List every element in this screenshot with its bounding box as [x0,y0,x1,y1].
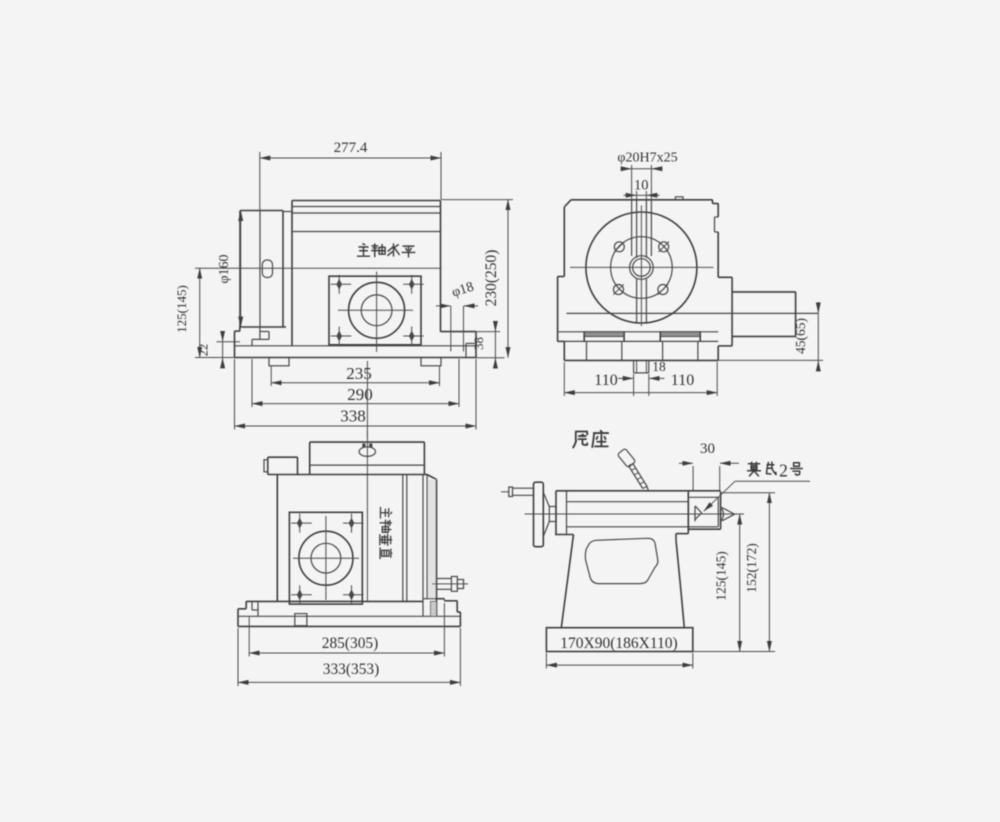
svg-text:277.4: 277.4 [334,140,368,156]
svg-text:125(145): 125(145) [174,285,189,333]
svg-text:φ20H7x25: φ20H7x25 [617,151,677,166]
svg-text:290: 290 [347,385,373,404]
svg-text:10: 10 [634,178,649,194]
svg-text:230(250): 230(250) [483,250,500,307]
svg-text:45(65): 45(65) [793,318,808,354]
svg-text:235: 235 [346,364,372,383]
svg-text:125(145): 125(145) [714,551,729,601]
svg-text:2: 2 [779,461,788,481]
svg-text:φ160: φ160 [217,254,232,283]
svg-text:110: 110 [671,372,694,389]
svg-text:338: 338 [340,407,366,426]
svg-text:30: 30 [700,441,715,457]
svg-text:285(305): 285(305) [322,635,378,652]
svg-text:170X90(186X110): 170X90(186X110) [560,635,677,652]
svg-text:38: 38 [471,337,486,350]
svg-text:333(353): 333(353) [323,661,379,678]
svg-text:22: 22 [197,344,211,357]
svg-text:φ18: φ18 [450,280,476,301]
svg-text:152(172): 152(172) [744,543,759,593]
svg-text:110: 110 [594,372,617,389]
svg-text:18: 18 [652,359,666,374]
